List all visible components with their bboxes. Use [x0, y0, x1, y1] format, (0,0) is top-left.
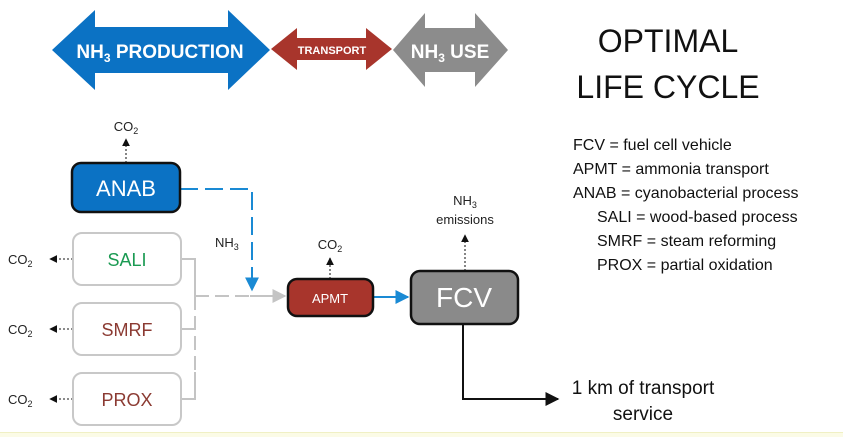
- bottom-strip: [0, 432, 843, 437]
- legend-item: PROX = partial oxidation: [597, 257, 773, 274]
- title-line1: OPTIMAL: [598, 23, 738, 59]
- node-apmt[interactable]: APMT: [286, 277, 375, 318]
- stage-use-label: NH3 USE: [411, 42, 490, 65]
- output-label-line2: service: [613, 404, 673, 425]
- legend-item: SMRF = steam reforming: [597, 233, 776, 250]
- fcv-emission-label-line1: NH3: [453, 193, 477, 210]
- optimal-connector-anab: [180, 188, 259, 292]
- sali-emission-label: CO2: [8, 252, 33, 269]
- output-connector: [462, 324, 560, 406]
- apmt-emission-label: CO2: [318, 237, 343, 254]
- anab-emission-label: CO2: [114, 119, 139, 136]
- node-prox[interactable]: PROX: [72, 372, 182, 426]
- legend-item: ANAB = cyanobacterial process: [573, 185, 798, 202]
- node-sali-label: SALI: [107, 250, 146, 270]
- node-fcv[interactable]: FCV: [409, 269, 520, 326]
- node-smrf-label: SMRF: [102, 320, 153, 340]
- node-prox-label: PROX: [101, 390, 152, 410]
- prox-emission-label: CO2: [8, 392, 33, 409]
- fcv-emission-label-line2: emissions: [436, 212, 494, 227]
- node-anab[interactable]: ANAB: [70, 161, 182, 214]
- legend-item: SALI = wood-based process: [597, 209, 798, 226]
- node-fcv-label: FCV: [436, 282, 492, 313]
- legend-item: FCV = fuel cell vehicle: [573, 137, 732, 154]
- inactive-connectors: [181, 258, 287, 400]
- stage-production-label: NH3 PRODUCTION: [76, 42, 243, 65]
- legend-item: APMT = ammonia transport: [573, 161, 769, 178]
- node-apmt-label: APMT: [312, 291, 348, 306]
- title-line2: LIFE CYCLE: [576, 69, 759, 105]
- stage-production-arrow: NH3 PRODUCTION: [52, 10, 270, 90]
- nh3-flow-label: NH3: [215, 235, 239, 252]
- stage-use-arrow: NH3 USE: [393, 13, 508, 87]
- node-sali[interactable]: SALI: [72, 232, 182, 286]
- smrf-emission-label: CO2: [8, 322, 33, 339]
- node-smrf[interactable]: SMRF: [72, 302, 182, 356]
- stage-transport-label: TRANSPORT: [298, 45, 367, 57]
- stage-transport-arrow: TRANSPORT: [271, 28, 392, 70]
- output-label-line1: 1 km of transport: [572, 378, 715, 399]
- node-anab-label: ANAB: [96, 176, 156, 201]
